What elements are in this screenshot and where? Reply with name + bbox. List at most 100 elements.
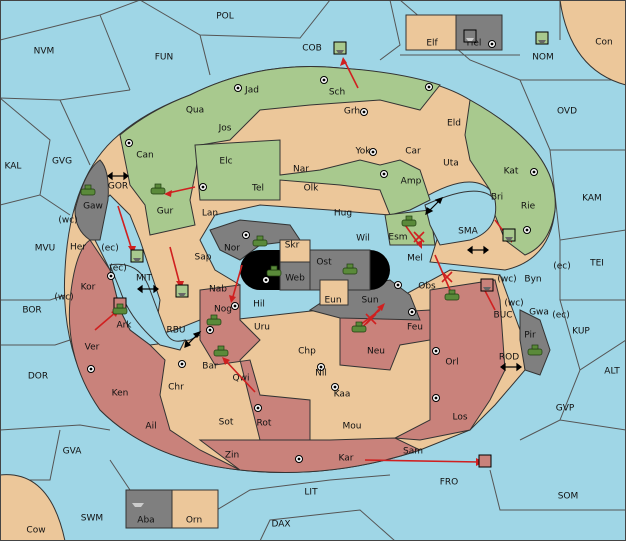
label-kat: Kat <box>504 167 519 177</box>
label-ail: Ail <box>145 422 156 432</box>
label-orl: Orl <box>445 358 458 368</box>
label-uta: Uta <box>443 159 459 169</box>
unit-army-web[interactable] <box>266 265 282 277</box>
label-cow: Cow <box>26 526 45 536</box>
label-zin: Zin <box>225 451 239 461</box>
region-red-west <box>68 239 241 471</box>
unit-army-esm[interactable] <box>401 215 417 227</box>
label-rod: ROD <box>499 353 519 363</box>
label-qua: Qua <box>186 106 204 116</box>
unit-army-obs[interactable] <box>444 289 460 301</box>
label-car: Car <box>405 147 421 157</box>
label-wc4: (wc) <box>504 299 523 309</box>
label-skr: Skr <box>285 241 300 251</box>
label-uru: Uru <box>254 323 270 333</box>
unit-fleet-sap[interactable] <box>175 284 189 298</box>
label-wc2: (wc) <box>54 293 73 303</box>
label-rot: Rot <box>257 419 272 429</box>
label-gor: GOR <box>108 182 128 192</box>
province-elf[interactable] <box>405 14 457 51</box>
unit-army-sun[interactable] <box>351 321 367 333</box>
label-aba: Aba <box>137 516 154 526</box>
province-orn[interactable] <box>171 489 219 529</box>
label-ec1: (ec) <box>101 244 119 254</box>
label-ver: Ver <box>85 343 100 353</box>
unit-army-gur[interactable] <box>150 183 166 195</box>
label-tei: TEI <box>589 259 604 269</box>
label-wc1: (wc) <box>58 216 77 226</box>
label-gvp: GVP <box>556 404 575 414</box>
label-sma: SMA <box>458 227 478 237</box>
label-som: SOM <box>558 492 579 502</box>
unit-army-nog[interactable] <box>206 314 222 326</box>
label-qwi: Qwi <box>233 374 250 384</box>
label-tel: Tel <box>251 184 264 194</box>
province-esm[interactable] <box>384 209 436 246</box>
region-red-center <box>199 284 311 441</box>
label-ec3: (ec) <box>553 262 571 272</box>
unit-fleet-cob[interactable] <box>333 41 347 55</box>
province-gaw[interactable] <box>74 159 109 241</box>
region-green-north <box>119 66 441 236</box>
label-kal: KAL <box>5 162 22 172</box>
label-alt: ALT <box>604 367 620 377</box>
label-web: Web <box>285 274 305 284</box>
label-nab: Nab <box>209 285 227 295</box>
unit-army-ost[interactable] <box>342 263 358 275</box>
label-bar: Bar <box>202 362 218 372</box>
province-skr[interactable] <box>279 239 311 263</box>
unit-fleet-buc[interactable] <box>480 278 494 292</box>
unit-army-nor[interactable] <box>252 235 268 247</box>
label-neu: Neu <box>367 347 385 357</box>
label-amp: Amp <box>401 177 422 187</box>
unit-army-gaw[interactable] <box>80 184 96 196</box>
label-eld: Eld <box>447 119 461 129</box>
label-gvg: GVG <box>52 157 72 167</box>
label-gva: GVA <box>63 447 83 457</box>
inner-bay-west <box>109 263 186 351</box>
label-olk: Olk <box>304 184 320 194</box>
label-wil: Wil <box>356 234 370 244</box>
province-eun[interactable] <box>319 279 349 306</box>
unit-army-ark[interactable] <box>112 303 128 315</box>
label-can: Can <box>136 151 154 161</box>
unit-army-pir[interactable] <box>527 344 543 356</box>
label-eun: Eun <box>324 296 341 306</box>
label-ark: Ark <box>116 321 132 331</box>
label-sot: Sot <box>219 418 234 428</box>
unit-fleet-fro[interactable] <box>478 454 492 468</box>
label-con: Con <box>595 38 613 48</box>
label-jad: Jad <box>244 86 259 96</box>
label-los: Los <box>452 413 467 423</box>
label-mou: Mou <box>343 422 362 432</box>
region-red-far-east <box>393 279 506 441</box>
province-pir[interactable] <box>519 309 551 376</box>
label-sap: Sap <box>195 253 212 263</box>
province-labels: POL COB Elf Hel Con NVM FUN NOM OVD Jad … <box>5 12 621 536</box>
label-her: Her <box>70 243 86 253</box>
unit-army-bar[interactable] <box>213 345 229 357</box>
label-nil: Nil <box>315 369 327 379</box>
label-lit: LIT <box>304 488 318 498</box>
label-sun: Sun <box>361 296 378 306</box>
unit-fleet-bri[interactable] <box>502 228 516 242</box>
label-swm: SWM <box>81 514 103 524</box>
label-nom: NOM <box>532 53 554 63</box>
label-kar: Kar <box>339 454 354 464</box>
label-kam: KAM <box>582 194 602 204</box>
label-grh: Grh <box>344 107 360 117</box>
label-hil: Hil <box>253 300 265 310</box>
label-jos: Jos <box>218 124 232 134</box>
unit-fleet-mit[interactable] <box>130 249 144 263</box>
label-nar: Nar <box>293 165 309 175</box>
label-ovd: OVD <box>557 107 577 117</box>
unit-fleet-hel[interactable] <box>463 29 477 43</box>
unit-fleet-nom[interactable] <box>535 31 549 45</box>
label-mel: Mel <box>407 254 423 264</box>
label-sam: Sam <box>403 447 423 457</box>
label-wc3: (wc) <box>497 275 516 285</box>
unit-fleet-aba[interactable] <box>132 497 144 507</box>
